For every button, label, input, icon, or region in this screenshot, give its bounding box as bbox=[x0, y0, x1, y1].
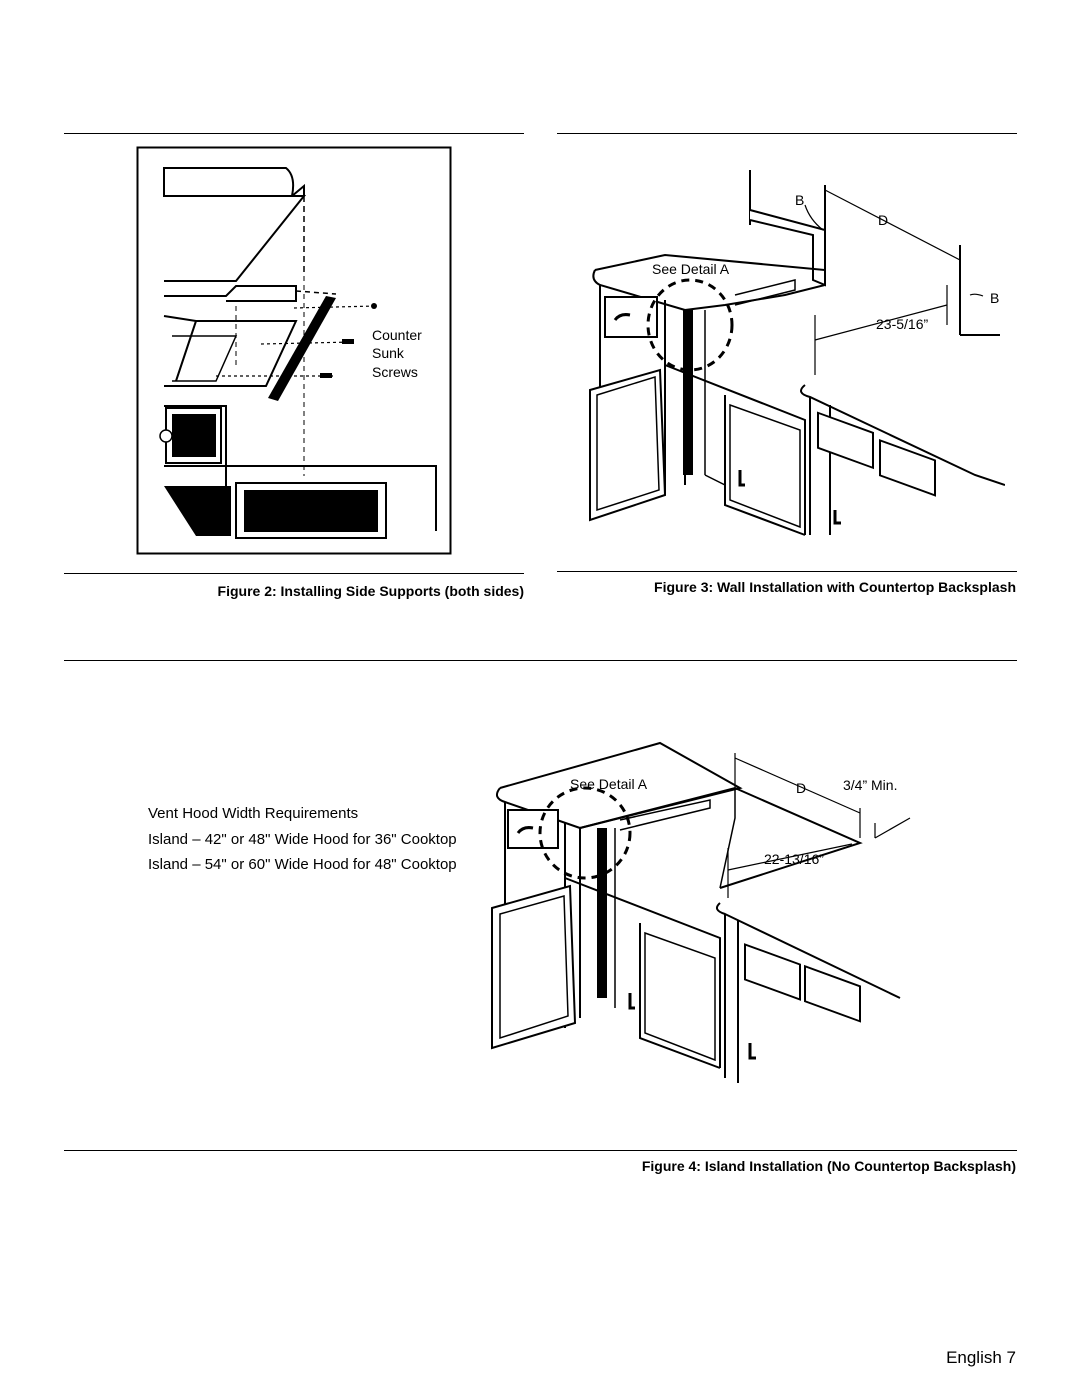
page-number: English 7 bbox=[946, 1348, 1016, 1367]
vent-hood-line-1: Island – 42" or 48" Wide Hood for 36" Co… bbox=[148, 831, 457, 848]
dimension-23-label: 23-5/16” bbox=[876, 316, 929, 332]
screws-label: Screws bbox=[372, 364, 418, 380]
figure-2-caption: Figure 2: Installing Side Supports (both… bbox=[217, 583, 524, 599]
sunk-label: Sunk bbox=[372, 345, 404, 361]
dimension-22-label: 22-13/16” bbox=[764, 851, 824, 867]
figure-3-illustration bbox=[589, 170, 1005, 536]
middle-rule bbox=[64, 660, 1017, 661]
see-detail-a-label-2: See Detail A bbox=[570, 776, 648, 792]
top-right-rule bbox=[557, 133, 1017, 134]
see-detail-a-label: See Detail A bbox=[652, 261, 730, 277]
figure-4-caption-rule bbox=[64, 1150, 1017, 1151]
top-left-rule bbox=[64, 133, 524, 134]
b-right-label: B bbox=[990, 290, 1000, 306]
vent-hood-title: Vent Hood Width Requirements bbox=[148, 805, 359, 822]
figure-3-caption: Figure 3: Wall Installation with Counter… bbox=[654, 579, 1016, 595]
figure-4-illustration bbox=[491, 741, 911, 1083]
figure-2-illustration bbox=[136, 146, 452, 555]
figure-3-caption-rule bbox=[557, 571, 1017, 572]
figure-4-caption: Figure 4: Island Installation (No Counte… bbox=[641, 1158, 1016, 1174]
vent-hood-line-2: Island – 54" or 60" Wide Hood for 48" Co… bbox=[148, 856, 457, 873]
d-label-2: D bbox=[796, 780, 807, 796]
min-label: 3/4” Min. bbox=[843, 777, 898, 793]
b-top-label: B bbox=[795, 192, 805, 208]
d-label: D bbox=[878, 212, 889, 228]
counter-label: Counter bbox=[372, 327, 422, 343]
figure-2-caption-rule bbox=[64, 573, 524, 574]
